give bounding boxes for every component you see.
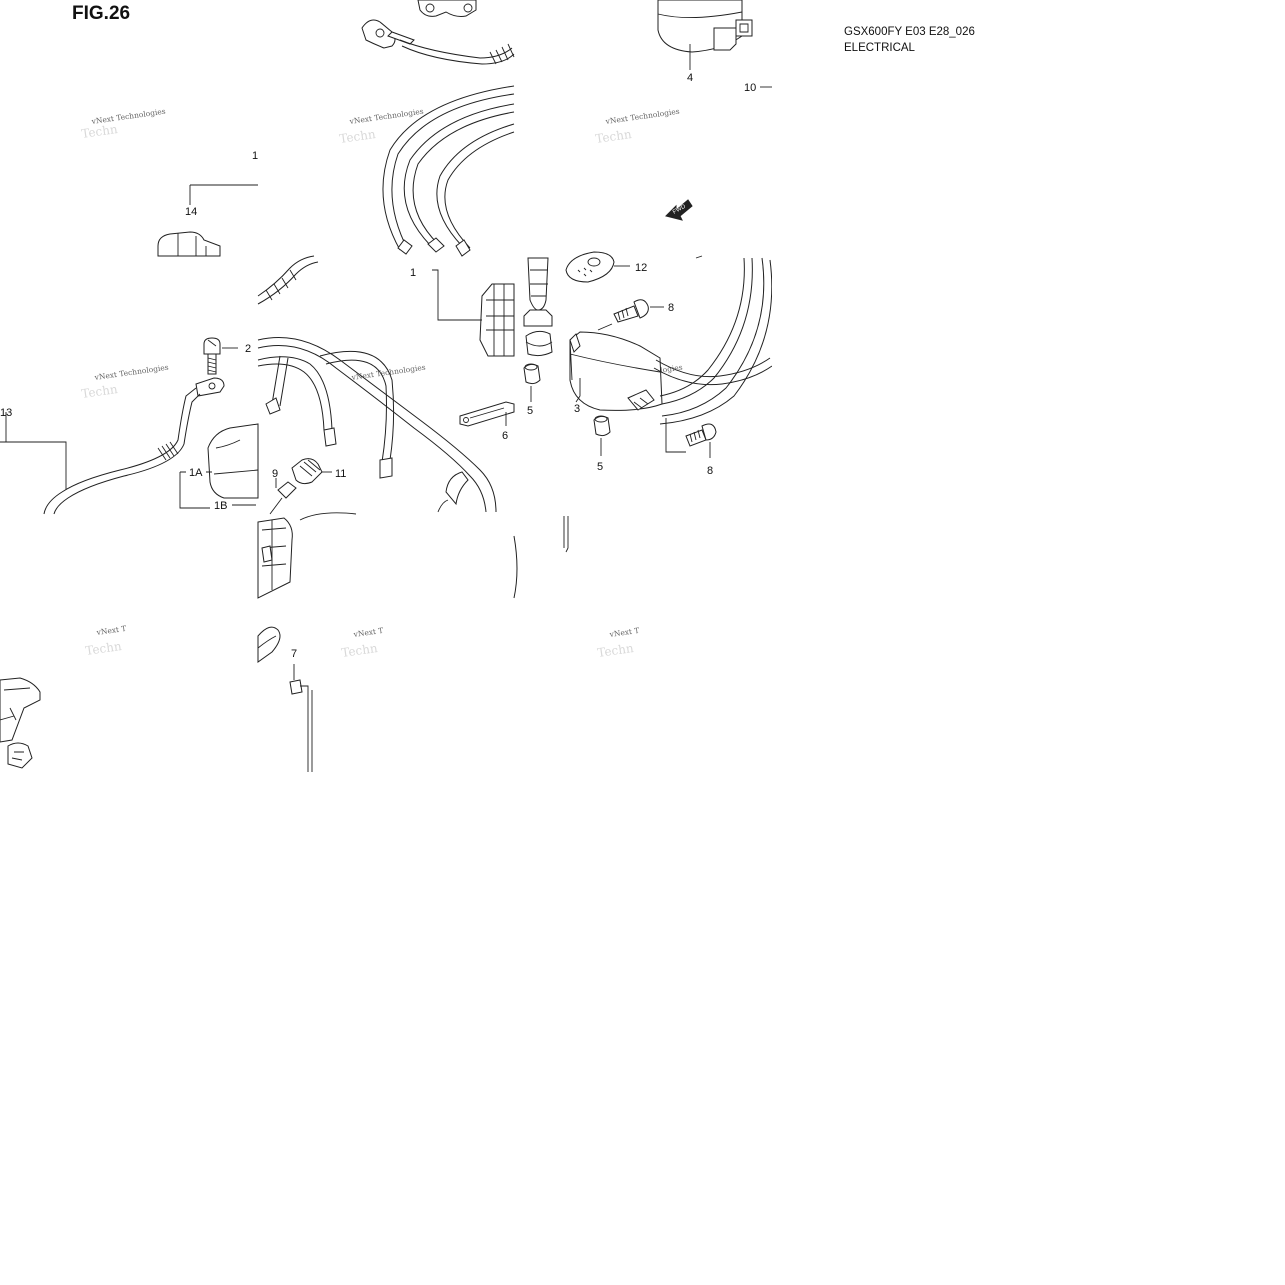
model-code: GSX600FY E03 E28_026	[844, 26, 975, 38]
battery-lead-drawing	[361, 0, 515, 65]
callout-12: 12	[635, 262, 647, 274]
connector-11-drawing	[291, 458, 332, 485]
watermark-ghost: Techn	[594, 127, 632, 146]
watermark-ghost: Techn	[338, 127, 376, 146]
bracket-6-drawing	[459, 401, 515, 427]
ignition-coil-3-drawing	[569, 323, 663, 411]
callout-1A: 1A	[189, 467, 203, 479]
callout-6: 6	[502, 430, 508, 442]
watermark-text: vNext Technologies	[90, 107, 166, 126]
watermark-ghost: Techn	[596, 641, 634, 660]
connector-14-drawing	[157, 184, 258, 257]
watermark-ghost: Techn	[80, 382, 118, 401]
callout-1: 1	[410, 267, 416, 279]
callout-1-top: 1	[252, 150, 258, 162]
ground-lead-13-drawing	[0, 377, 225, 515]
watermark-fragment: vNext T	[608, 626, 640, 639]
callout-3: 3	[574, 403, 580, 415]
watermark-ghost: Techn	[80, 122, 118, 141]
connector-block-drawing	[257, 512, 357, 599]
callout-10: 10	[744, 82, 756, 94]
cap-12-drawing	[565, 251, 630, 283]
plug-cap-drawing	[523, 257, 553, 357]
ignition-cables-drawing	[382, 85, 515, 257]
lead-wires-drawing	[257, 255, 497, 513]
fuse-cover-1A-drawing	[179, 423, 259, 509]
watermark-text: vNext Technologies	[93, 363, 169, 382]
watermark-ghost: Techn	[84, 639, 122, 658]
callout-1B: 1B	[214, 500, 227, 512]
callout-8-lower: 8	[707, 465, 713, 477]
callout-7: 7	[291, 648, 297, 660]
watermark-text: vNext Technologies	[348, 107, 424, 126]
callout-9: 9	[272, 468, 278, 480]
bolt-2-drawing	[203, 337, 238, 375]
fuse-9-drawing	[269, 478, 297, 515]
watermark-fragment: vNext T	[352, 626, 384, 639]
callout-8-upper: 8	[668, 302, 674, 314]
watermark-text: vNext Technologies	[604, 107, 680, 126]
spacer-5-drawing	[523, 363, 611, 456]
figure-header: GSX600FY E03 E28_026 ELECTRICAL	[844, 24, 975, 56]
coil-cables-drawing	[653, 255, 773, 425]
tile-gaps	[0, 0, 842, 1285]
callout-layer: 1 14 1 2 13 1A 1B 9 11 4 10 12 8 5 3 6 5…	[0, 72, 756, 660]
bolt-8-upper-drawing	[613, 299, 664, 323]
lower-fragments-drawing	[0, 516, 569, 772]
callout-14: 14	[185, 206, 197, 218]
callout-13: 13	[0, 407, 12, 419]
watermark-fragment: vNext T	[95, 624, 127, 637]
section-name: ELECTRICAL	[844, 42, 915, 54]
callout-11: 11	[335, 468, 346, 480]
fuse-box-1-drawing	[432, 269, 515, 357]
watermark-text: vNext Technologies	[350, 363, 426, 382]
callout-2: 2	[245, 343, 251, 355]
fwd-arrow: FWD	[665, 199, 693, 221]
callout-4: 4	[687, 72, 693, 84]
callout-5-left: 5	[527, 405, 533, 417]
ignition-coil-4-drawing	[657, 0, 753, 70]
bolt-8-lower-drawing	[665, 418, 717, 458]
watermark-ghost: Techn	[340, 641, 378, 660]
figure-title: FIG.26	[72, 3, 131, 24]
callout-5-right: 5	[597, 461, 603, 473]
